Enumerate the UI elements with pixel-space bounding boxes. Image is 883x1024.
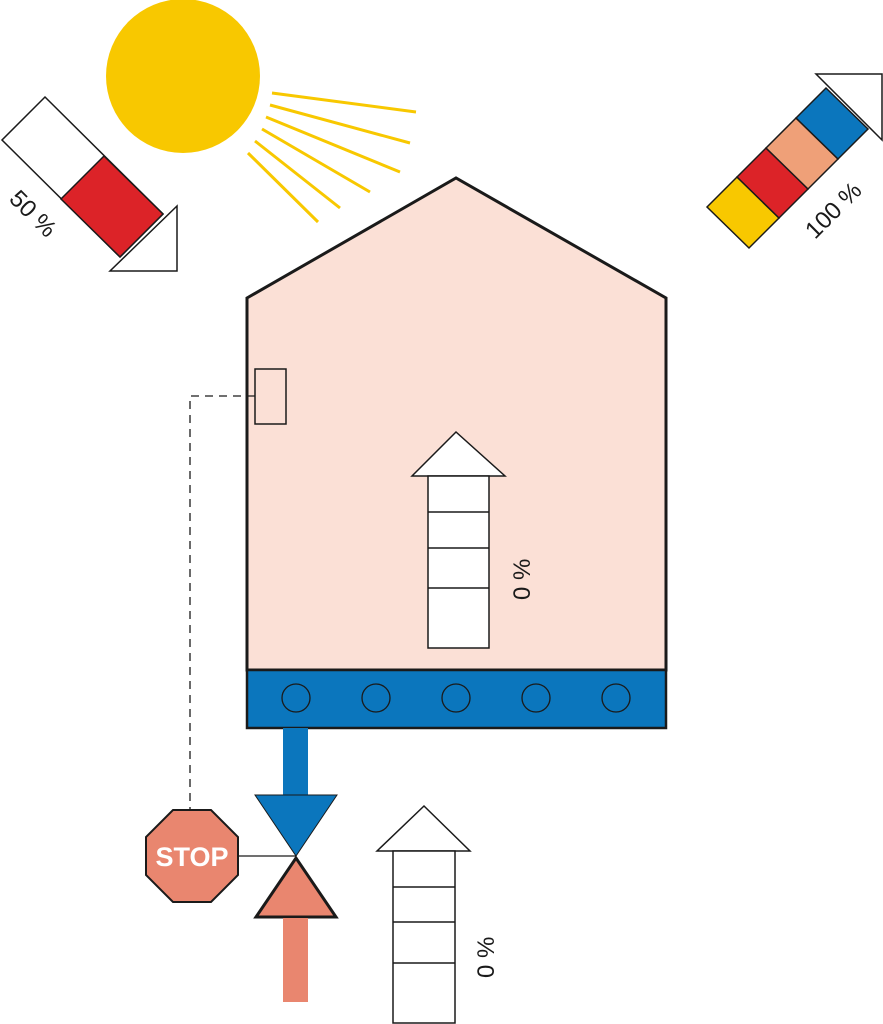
supply-pipe — [283, 728, 308, 796]
return-pipe — [283, 918, 308, 1002]
valve-icon[interactable] — [253, 794, 339, 919]
stop-label: STOP — [155, 842, 228, 872]
outflow-arrow-icon — [0, 95, 178, 272]
ground-percent-label: 0 % — [473, 937, 500, 978]
house-heat-arrow-icon — [410, 430, 507, 649]
house — [245, 176, 668, 672]
outflow-percent-label: 50 % — [4, 185, 62, 243]
stop-sign[interactable]: STOP — [145, 809, 239, 903]
floor-heating — [245, 668, 668, 730]
ground-heat-arrow-icon — [375, 804, 472, 1024]
sun-icon — [106, 0, 417, 224]
sensor-wire — [189, 395, 255, 810]
inflow-arrow-icon — [705, 73, 883, 250]
house-percent-label: 0 % — [509, 559, 536, 600]
